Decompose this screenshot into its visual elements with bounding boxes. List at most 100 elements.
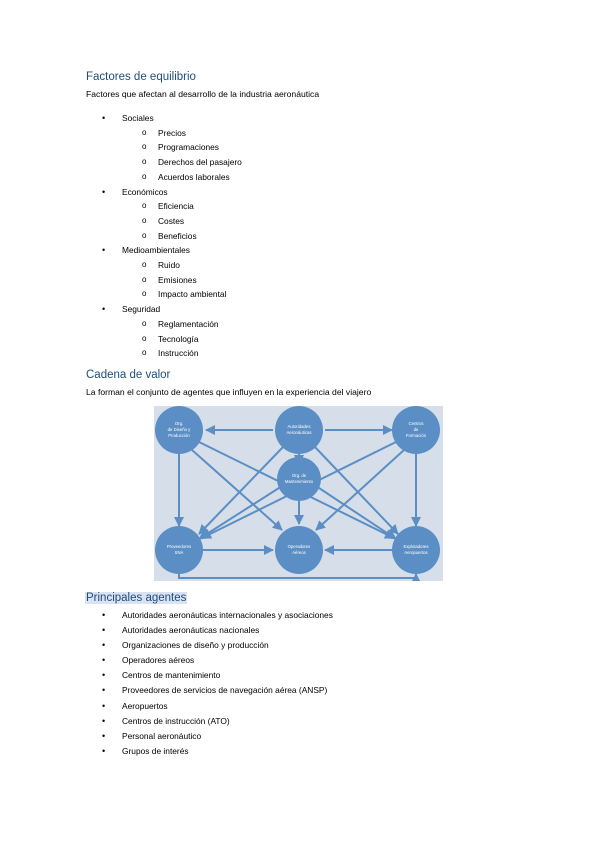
- value-chain-svg: Org. de Diseño y Producción Autoridades …: [155, 406, 440, 581]
- sub-list-item: Tecnología: [122, 332, 242, 347]
- list-item: Económicos Eficiencia Costes Beneficios: [86, 185, 242, 244]
- list-item: Organizaciones de diseño y producción: [86, 638, 333, 653]
- list-item: Autoridades aeronáuticas internacionales…: [86, 608, 333, 623]
- node-label: de: [414, 427, 419, 432]
- list-item: Proveedores de servicios de navegación a…: [86, 683, 333, 698]
- factor-label: Económicos: [122, 186, 168, 197]
- diagram-labels: Org. de Diseño y Producción Autoridades …: [167, 421, 429, 555]
- sub-label: Tecnología: [158, 333, 199, 344]
- sub-label: Costes: [158, 215, 185, 226]
- node-label: Producción: [168, 433, 190, 438]
- node-label: Org. de: [292, 473, 307, 478]
- list-item: Autoridades aeronáuticas nacionales: [86, 623, 333, 638]
- node-label: Operadores: [288, 544, 311, 549]
- arrow: [198, 485, 283, 540]
- list-item: Centros de mantenimiento: [86, 668, 333, 683]
- sub-label: Emisiones: [158, 274, 197, 285]
- sub-label: Instrucción: [158, 348, 199, 359]
- sub-list-item: Acuerdos laborales: [122, 170, 242, 185]
- sub-list-item: Emisiones: [122, 273, 242, 288]
- sub-list-item: Costes: [122, 214, 242, 229]
- factor-label: Sociales: [122, 113, 154, 123]
- arrow: [178, 573, 421, 581]
- factor-label: Medioambientales: [122, 245, 190, 256]
- node-operadores: [275, 526, 323, 574]
- sub-list-item: Ruido: [122, 258, 242, 273]
- agent-label: Personal aeronáutico: [122, 730, 202, 741]
- list-item: Personal aeronáutico: [86, 729, 333, 744]
- factor-label: Seguridad: [122, 304, 161, 315]
- sub-list-item: Beneficios: [122, 229, 242, 244]
- sub-label: Eficiencia: [158, 201, 194, 212]
- agent-label: Centros de instrucción (ATO): [122, 715, 230, 726]
- sub-label: Impacto ambiental: [158, 289, 227, 300]
- agent-label: Centros de mantenimiento: [122, 670, 221, 681]
- node-label: Aeronáuticas: [286, 430, 311, 435]
- sub-list-item: Instrucción: [122, 346, 242, 361]
- node-label: de Diseño y: [168, 427, 192, 432]
- sub-list-item: Impacto ambiental: [122, 287, 242, 302]
- arrow: [191, 449, 283, 531]
- node-explotadores: [392, 526, 440, 574]
- list-item: Medioambientales Ruido Emisiones Impacto…: [86, 243, 242, 302]
- heading-factores: Factores de equilibrio: [86, 71, 196, 83]
- sub-label: Precios: [158, 127, 186, 138]
- node-org-diseno: [155, 406, 203, 454]
- node-label: Formación: [406, 433, 427, 438]
- intro-factores: Factores que afectan al desarrollo de la…: [86, 89, 320, 99]
- node-label: Mantenimiento: [285, 479, 314, 484]
- node-proveedores: [155, 526, 203, 574]
- sub-list-item: Eficiencia: [122, 199, 242, 214]
- node-org-mantenimiento: [277, 457, 321, 501]
- list-item: Centros de instrucción (ATO): [86, 714, 333, 729]
- agentes-list: Autoridades aeronáuticas internacionales…: [86, 608, 333, 759]
- list-item: Seguridad Reglamentación Tecnología Inst…: [86, 302, 242, 361]
- diagram-nodes: [155, 406, 440, 574]
- arrow: [313, 445, 399, 535]
- arrow: [315, 485, 397, 540]
- factores-list: Sociales Precios Programaciones Derechos…: [86, 111, 242, 361]
- sub-list-item: Reglamentación: [122, 317, 242, 332]
- sub-label: Ruido: [158, 260, 180, 271]
- list-item: Sociales Precios Programaciones Derechos…: [86, 111, 242, 185]
- arrow: [315, 449, 405, 531]
- node-label: Proveedores: [167, 544, 191, 549]
- node-label: Centros: [408, 421, 423, 426]
- list-item: Operadores aéreos: [86, 653, 333, 668]
- list-item: Grupos de interés: [86, 744, 333, 759]
- node-label: Org.: [175, 421, 183, 426]
- agent-label: Organizaciones de diseño y producción: [122, 640, 269, 651]
- node-centros-formacion: [392, 406, 440, 454]
- sub-list: Reglamentación Tecnología Instrucción: [122, 317, 242, 361]
- intro-cadena: La forman el conjunto de agentes que inf…: [86, 387, 372, 397]
- sub-list: Eficiencia Costes Beneficios: [122, 199, 242, 243]
- sub-list: Precios Programaciones Derechos del pasa…: [122, 126, 242, 185]
- agent-label: Proveedores de servicios de navegación a…: [122, 685, 328, 696]
- sub-label: Acuerdos laborales: [158, 171, 230, 182]
- arrow: [198, 445, 285, 535]
- node-label: Aéreos: [292, 550, 306, 555]
- heading-agentes: Principales agentes: [85, 592, 188, 604]
- node-label: Explotadores: [403, 544, 428, 549]
- value-chain-diagram: Org. de Diseño y Producción Autoridades …: [154, 406, 443, 581]
- list-item: Aeropuertos: [86, 699, 333, 714]
- sub-label: Derechos del pasajero: [158, 157, 242, 168]
- heading-cadena: Cadena de valor: [86, 369, 171, 381]
- sub-list-item: Derechos del pasajero: [122, 155, 242, 170]
- sub-label: Reglamentación: [158, 318, 219, 329]
- agent-label: Grupos de interés: [122, 745, 189, 756]
- sub-label: Beneficios: [158, 230, 197, 241]
- agent-label: Operadores aéreos: [122, 655, 195, 666]
- agent-label: Autoridades aeronáuticas internacionales…: [122, 610, 333, 620]
- agent-label: Autoridades aeronáuticas nacionales: [122, 625, 260, 636]
- node-label: SNA: [175, 550, 184, 555]
- node-label: Aeropuertos: [404, 550, 427, 555]
- sub-list-item: Precios: [122, 126, 242, 141]
- sub-label: Programaciones: [158, 142, 219, 153]
- sub-list-item: Programaciones: [122, 140, 242, 155]
- agent-label: Aeropuertos: [122, 700, 168, 711]
- sub-list: Ruido Emisiones Impacto ambiental: [122, 258, 242, 302]
- node-label: Autoridades: [288, 424, 311, 429]
- node-autoridades: [275, 406, 323, 454]
